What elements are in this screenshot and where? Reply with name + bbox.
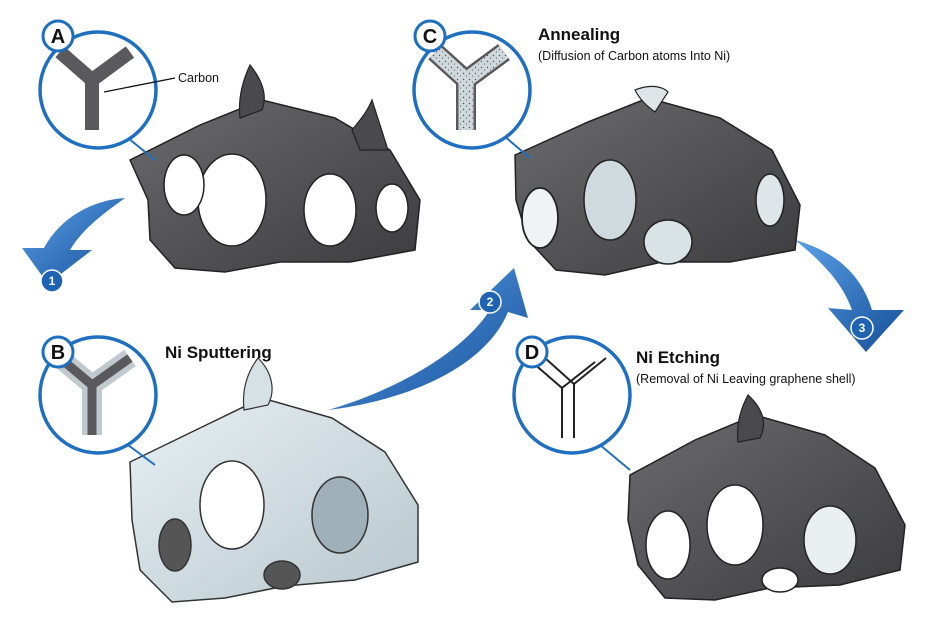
panel-c: C Annealing (Diffusion of Carbon atoms I… <box>414 21 800 275</box>
foam-pore <box>646 511 690 579</box>
step-arrow-3: 3 <box>795 240 904 352</box>
foam-pore <box>312 477 368 553</box>
foam-pore <box>644 220 692 264</box>
foam-pore <box>198 154 266 246</box>
foam-pore <box>200 461 264 549</box>
foam-strut <box>244 358 273 410</box>
step-number-3: 3 <box>859 321 866 335</box>
panel-title-c: Annealing <box>538 25 620 44</box>
foam-pore <box>804 506 856 574</box>
foam-strut <box>239 65 264 118</box>
panel-letter-a: A <box>51 26 65 48</box>
panel-subtitle-d: (Removal of Ni Leaving graphene shell) <box>636 372 856 386</box>
step-arrow-1: 1 <box>22 198 125 292</box>
foam-pore <box>707 485 763 565</box>
magnifier-pointer <box>600 445 630 470</box>
foam-pore <box>762 568 798 592</box>
panel-letter-d: D <box>525 342 539 364</box>
foam-pore <box>584 160 636 240</box>
step-number-2: 2 <box>487 295 494 309</box>
foam-pore <box>522 188 558 248</box>
foam-strut <box>352 100 388 150</box>
foam-pore <box>164 155 204 215</box>
foam-pore <box>376 184 408 232</box>
panel-title-d: Ni Etching <box>636 348 720 367</box>
panel-title-b: Ni Sputtering <box>165 343 272 362</box>
foam-pore <box>304 174 356 246</box>
step-arrow-2: 2 <box>328 268 528 410</box>
step-number-1: 1 <box>49 274 56 288</box>
foam-pore <box>264 561 300 589</box>
panel-letter-b: B <box>51 342 65 364</box>
foam-pore <box>159 519 191 571</box>
foam-strut <box>737 395 763 442</box>
foam-pore <box>756 174 784 226</box>
panel-letter-c: C <box>423 26 437 48</box>
panel-subtitle-c: (Diffusion of Carbon atoms Into Ni) <box>538 49 730 63</box>
panel-b: B Ni Sputtering <box>40 337 418 602</box>
carbon-label: Carbon <box>178 71 219 85</box>
panel-d: D Ni Etching (Removal of Ni Leaving grap… <box>514 337 905 600</box>
panel-a: Carbon A <box>40 21 420 272</box>
